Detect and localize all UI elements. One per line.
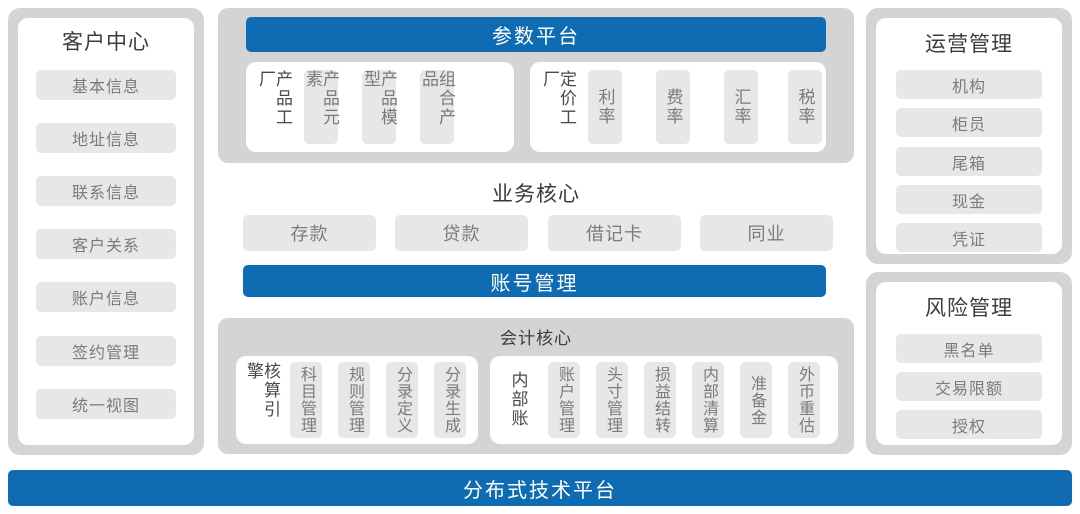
internal-account-item[interactable]: 头寸管理 [596,362,628,438]
operations-panel-title: 运营管理 [925,33,1013,56]
business-core-item[interactable]: 借记卡 [548,215,681,251]
customer-center-title: 客户中心 [62,31,150,54]
pricing-factory-item[interactable]: 汇率 [724,70,758,144]
product-factory-card: 产品工厂 产品元素产品模型组合产品 [246,62,514,152]
internal-account-item[interactable]: 损益结转 [644,362,676,438]
parameter-platform-banner[interactable]: 参数平台 [246,17,826,52]
internal-account-item[interactable]: 准备金 [740,362,772,438]
risk-item[interactable]: 授权 [896,410,1042,439]
pricing-factory-card: 定价工厂 利率费率汇率税率 [530,62,826,152]
internal-account-item[interactable]: 外币重估 [788,362,820,438]
accounting-engine-header: 核算引擎 [244,362,280,419]
product-factory-header: 产品工厂 [256,70,292,127]
internal-account-header: 内部账 [508,370,528,428]
account-management-banner[interactable]: 账号管理 [243,265,826,297]
risk-item[interactable]: 交易限额 [896,372,1042,401]
operations-item[interactable]: 凭证 [896,223,1042,252]
accounting-core-title: 会计核心 [500,329,572,348]
operations-item[interactable]: 机构 [896,70,1042,99]
business-core-title: 业务核心 [492,183,580,206]
customer-center-item[interactable]: 地址信息 [36,123,176,153]
customer-center-item[interactable]: 客户关系 [36,229,176,259]
product-factory-item[interactable]: 产品元素 [303,70,339,144]
customer-center-item[interactable]: 签约管理 [36,336,176,366]
customer-center-item[interactable]: 基本信息 [36,70,176,100]
accounting-engine-item[interactable]: 分录生成 [434,362,466,438]
risk-panel-title: 风险管理 [925,297,1013,320]
business-core-item[interactable]: 贷款 [395,215,528,251]
pricing-factory-header: 定价工厂 [540,70,576,127]
internal-account-item[interactable]: 内部清算 [692,362,724,438]
internal-account-item[interactable]: 账户管理 [548,362,580,438]
operations-item[interactable]: 现金 [896,185,1042,214]
pricing-factory-item[interactable]: 税率 [788,70,822,144]
accounting-engine-item[interactable]: 科目管理 [290,362,322,438]
accounting-engine-item[interactable]: 分录定义 [386,362,418,438]
business-core-item[interactable]: 存款 [243,215,376,251]
customer-center-item[interactable]: 联系信息 [36,176,176,206]
pricing-factory-item[interactable]: 利率 [588,70,622,144]
operations-item[interactable]: 柜员 [896,108,1042,137]
accounting-engine-item[interactable]: 规则管理 [338,362,370,438]
internal-account-card: 内部账 账户管理头寸管理损益结转内部清算准备金外币重估 [490,356,838,444]
product-factory-item[interactable]: 组合产品 [419,70,455,144]
pricing-factory-item[interactable]: 费率 [656,70,690,144]
risk-item[interactable]: 黑名单 [896,334,1042,363]
customer-center-item[interactable]: 统一视图 [36,389,176,419]
business-core-item[interactable]: 同业 [700,215,833,251]
customer-center-item[interactable]: 账户信息 [36,282,176,312]
product-factory-item[interactable]: 产品模型 [361,70,397,144]
tech-platform-banner[interactable]: 分布式技术平台 [8,470,1072,506]
accounting-engine-card: 核算引擎 科目管理规则管理分录定义分录生成 [236,356,478,444]
operations-item[interactable]: 尾箱 [896,147,1042,176]
